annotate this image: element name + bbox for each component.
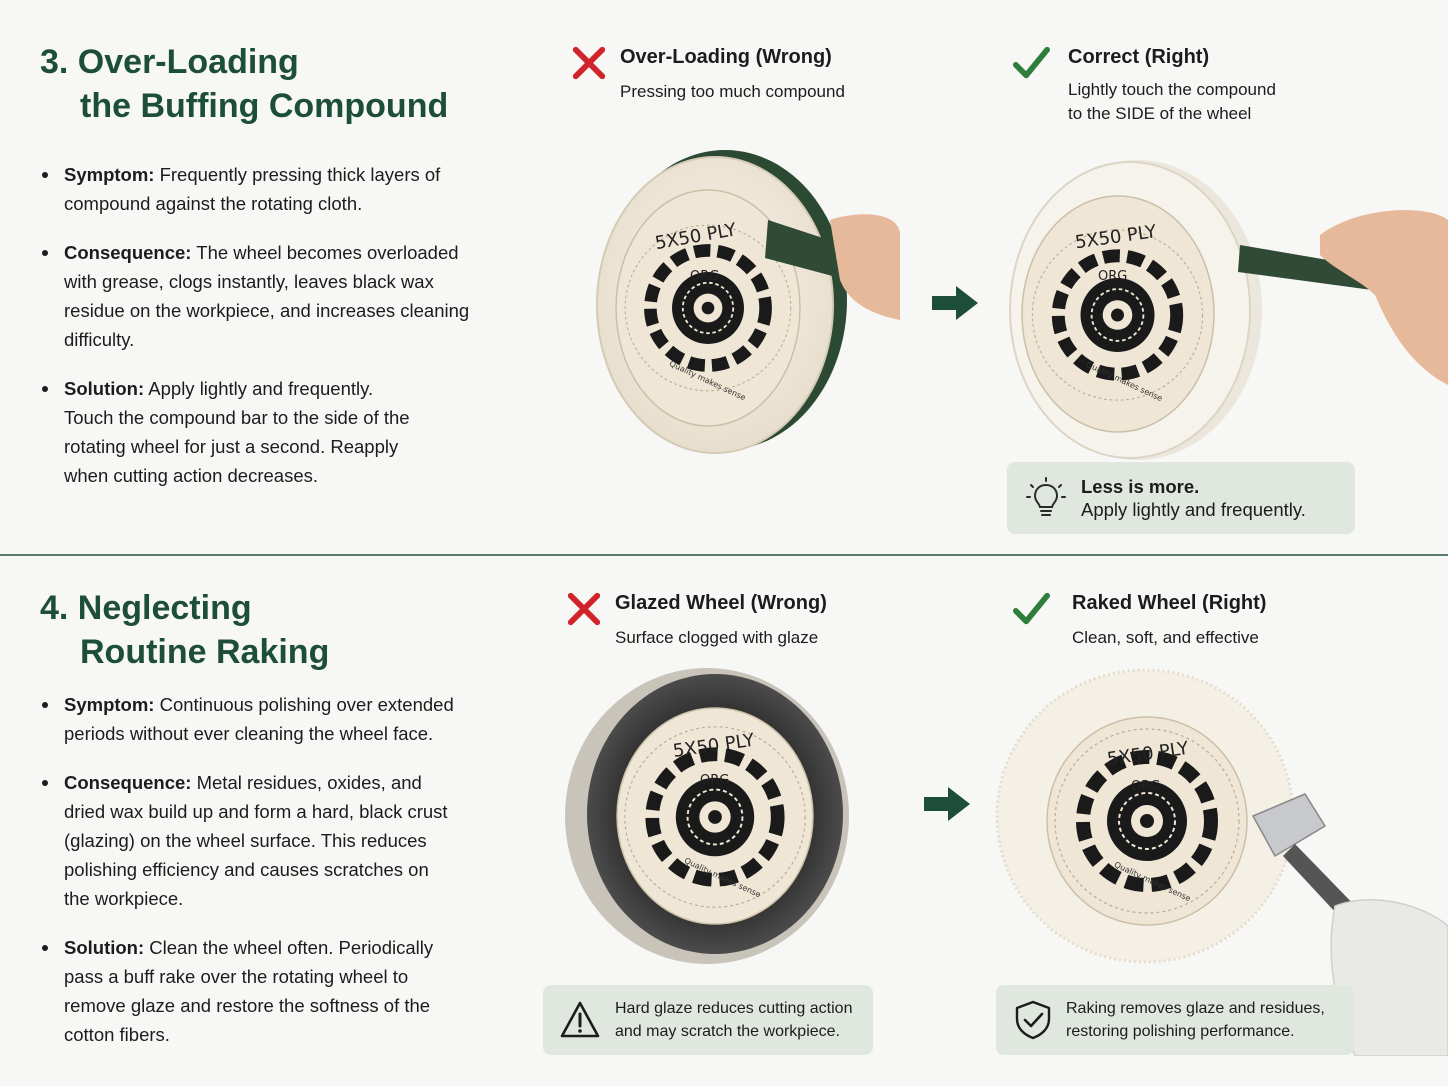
gloved-hand (1330, 899, 1448, 1056)
tip-body: Apply lightly and frequently. (1081, 499, 1306, 520)
success-note: Raking removes glaze and residues, resto… (996, 985, 1354, 1055)
right-subtitle-line1: Lightly touch the compound (1068, 80, 1276, 99)
raked-wheel-photo: 5X50 PLY ORG Quality makes sense (995, 668, 1448, 1056)
compound-bar (1238, 245, 1375, 290)
warning-line2: and may scratch the workpiece. (615, 1023, 840, 1040)
success-text: Raking removes glaze and residues, resto… (1066, 997, 1325, 1043)
bullet-label: Symptom: (64, 164, 155, 185)
overloaded-wheel-photo: 5X50 PLY ORG Quality makes sense (596, 150, 900, 454)
wrong-caption: Glazed Wheel (Wrong) Surface clogged wit… (565, 590, 885, 660)
bullet-text: Frequently pressing thick layers of comp… (64, 164, 441, 214)
check-mark-icon (1012, 46, 1050, 79)
right-heading: Raked Wheel (Right) (1072, 592, 1267, 614)
bullet-text: The wheel becomes overloaded with grease… (64, 242, 470, 350)
bullet-symptom: Symptom: Frequently pressing thick layer… (40, 160, 480, 218)
wrong-caption: Over-Loading (Wrong) Pressing too much c… (570, 44, 890, 114)
section-raking: 4. Neglecting Routine Raking Symptom: Co… (0, 556, 1448, 1086)
check-mark-icon (1012, 592, 1050, 625)
right-caption: Correct (Right) Lightly touch the compou… (1012, 44, 1332, 134)
shield-check-icon (1015, 1000, 1051, 1040)
section-overloading: 3. Over-Loading the Buffing Compound Sym… (40, 40, 1448, 534)
bullet-label: Consequence: (64, 242, 192, 263)
x-mark-icon (567, 592, 601, 626)
bullet-label: Solution: (64, 937, 145, 958)
bullet-label: Symptom: (64, 694, 155, 715)
warning-triangle-icon (560, 1001, 600, 1038)
wrong-heading: Glazed Wheel (Wrong) (615, 592, 827, 614)
x-mark-icon (572, 46, 606, 80)
right-subtitle-line2: to the SIDE of the wheel (1068, 104, 1252, 123)
right-heading: Correct (Right) (1068, 46, 1210, 68)
tip-text: Less is more. Apply lightly and frequent… (1081, 475, 1306, 521)
buff-rake-head (1251, 793, 1327, 858)
bullet-consequence: Consequence: Metal residues, oxides, and… (40, 768, 450, 913)
wrong-subtitle: Pressing too much compound (620, 82, 845, 101)
section-title: 4. Neglecting Routine Raking (40, 586, 329, 674)
wrong-heading: Over-Loading (Wrong) (620, 46, 832, 68)
bullet-text: Clean the wheel often. Periodically pass… (64, 937, 434, 1045)
arrow-right-icon (932, 286, 978, 320)
section-title-line2: Routine Raking (80, 633, 330, 671)
wheel-label-brand: ORG (1131, 779, 1160, 794)
glazed-wheel-photo: 5X50 PLY ORG Quality makes sense (565, 668, 849, 964)
warning-line1: Hard glaze reduces cutting action (615, 1000, 853, 1017)
tip-bold: Less is more. (1081, 476, 1200, 497)
right-caption: Raked Wheel (Right) Clean, soft, and eff… (1012, 590, 1332, 660)
wheel-label-brand: ORG (700, 773, 729, 788)
wheel-label-brand: ORG (690, 269, 719, 284)
warning-text: Hard glaze reduces cutting action and ma… (615, 997, 852, 1043)
section-title-line1: 3. Over-Loading (40, 43, 299, 81)
section-divider (0, 554, 1448, 556)
section-title: 3. Over-Loading the Buffing Compound (40, 40, 448, 128)
arrow-right-icon (924, 787, 970, 821)
section-title-line2: the Buffing Compound (80, 87, 449, 125)
bullet-solution: Solution: Clean the wheel often. Periodi… (40, 933, 460, 1049)
correct-wheel-photo: 5X50 PLY ORG Quality makes sense (1009, 160, 1448, 460)
right-subtitle: Clean, soft, and effective (1072, 628, 1259, 647)
bullet-list: Symptom: Continuous polishing over exten… (40, 690, 480, 1069)
bullet-text: Continuous polishing over extended perio… (64, 694, 454, 744)
wrong-subtitle: Surface clogged with glaze (615, 628, 819, 647)
lightbulb-icon (1026, 477, 1066, 516)
bullet-label: Solution: (64, 378, 145, 399)
bullet-solution: Solution: Apply lightly and frequently. … (40, 374, 420, 490)
warning-note: Hard glaze reduces cutting action and ma… (543, 985, 873, 1055)
bullet-label: Consequence: (64, 772, 192, 793)
bullet-text: Metal residues, oxides, and dried wax bu… (64, 772, 448, 909)
bullet-text: Apply lightly and frequently. Touch the … (64, 378, 410, 486)
bullet-symptom: Symptom: Continuous polishing over exten… (40, 690, 480, 748)
hand (1320, 210, 1448, 385)
success-line2: restoring polishing performance. (1066, 1023, 1295, 1040)
section-title-line1: 4. Neglecting (40, 589, 252, 627)
bullet-consequence: Consequence: The wheel becomes overloade… (40, 238, 480, 354)
bullet-list: Symptom: Frequently pressing thick layer… (40, 160, 480, 510)
wheel-label-brand: ORG (1098, 269, 1127, 284)
hand (830, 214, 900, 320)
success-line1: Raking removes glaze and residues, (1066, 1000, 1325, 1017)
tip-note: Less is more. Apply lightly and frequent… (1007, 462, 1355, 534)
